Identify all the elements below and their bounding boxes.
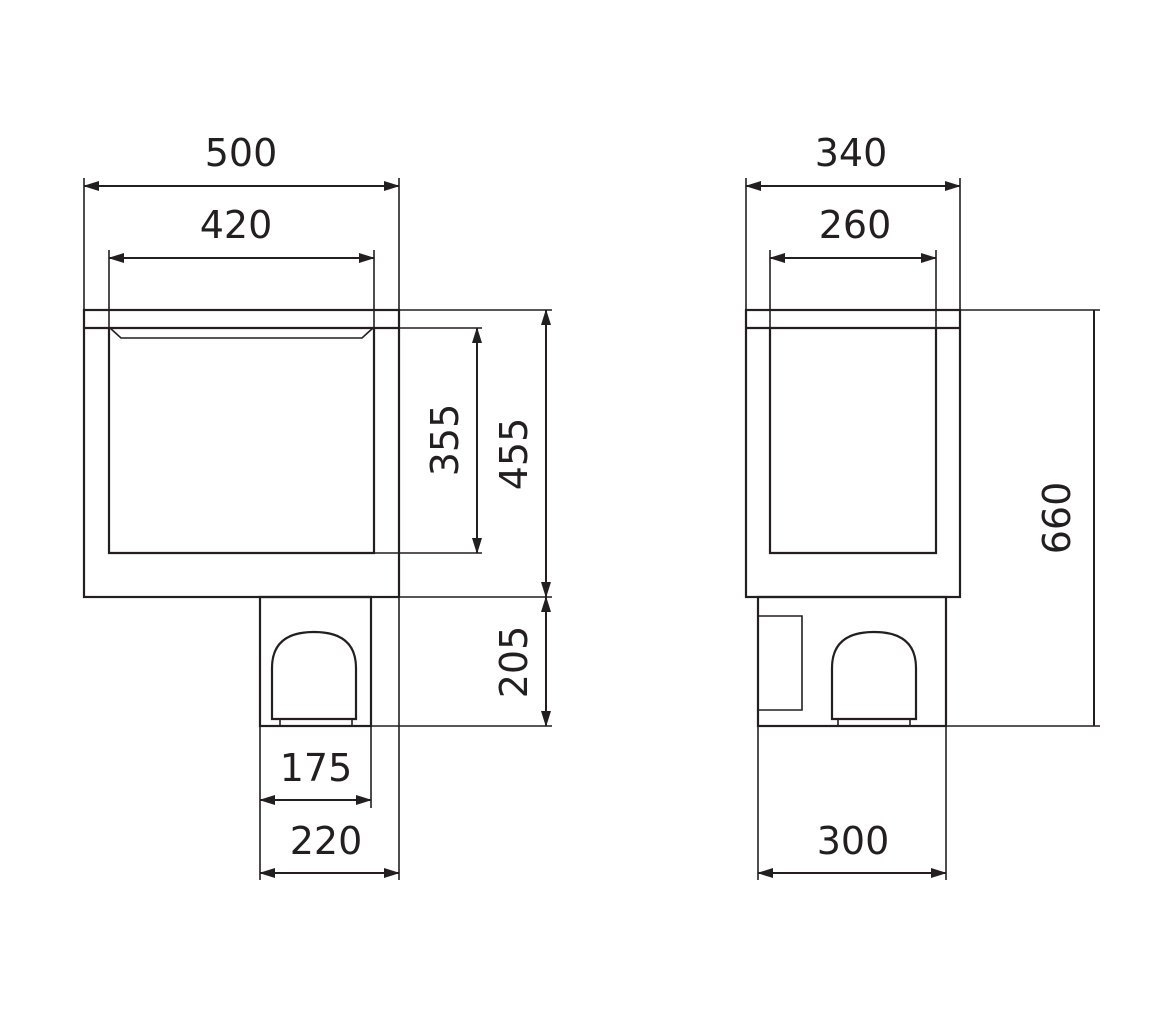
dim-label-260: 260 [819,203,892,247]
side-wheel-foot [837,718,911,727]
dim-label-455: 455 [492,418,536,491]
dim-label-420: 420 [200,203,273,247]
front-view: 500 420 355 455 205 175 220 [82,131,552,880]
dim-label-175: 175 [280,746,353,790]
dim-label-500: 500 [205,131,278,175]
dim-label-205: 205 [492,626,536,699]
front-base-outline [258,595,373,728]
side-wheel-housing [830,630,918,721]
side-inner-compartment [768,328,938,555]
dim-label-660: 660 [1035,482,1079,555]
dim-label-355: 355 [423,404,467,477]
side-view: 340 260 660 300 [744,131,1100,880]
front-inner-compartment [107,328,376,555]
dim-label-340: 340 [815,131,888,175]
dim-label-220: 220 [290,819,363,863]
front-wheel-housing [270,630,358,721]
front-body-outline [82,308,401,599]
side-base-panel [758,615,803,711]
dim-label-300: 300 [817,819,890,863]
front-handle [109,327,374,339]
